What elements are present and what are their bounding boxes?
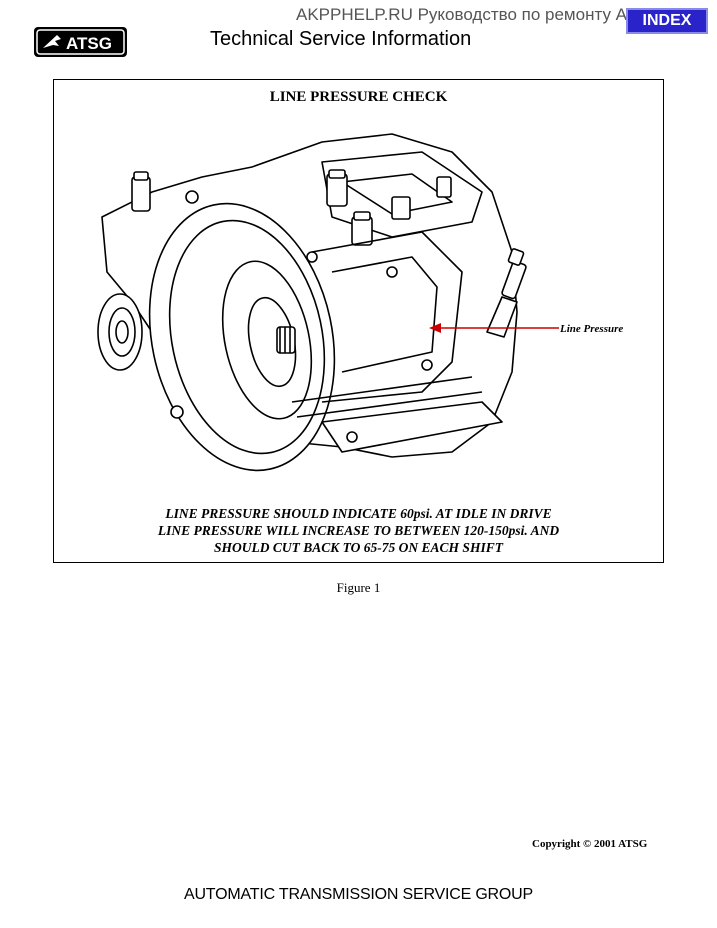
footer-text: AUTOMATIC TRANSMISSION SERVICE GROUP: [183, 886, 533, 903]
transmission-illustration: [97, 133, 527, 472]
watermark-text: AKPPHELP.RU Руководство по ремонту АКПП: [296, 5, 626, 24]
note-line: LINE PRESSURE WILL INCREASE TO BETWEEN 1…: [157, 523, 560, 538]
line-pressure-label: Line Pressure: [560, 323, 624, 335]
note-line: SHOULD CUT BACK TO 65-75 ON EACH SHIFT: [214, 540, 503, 555]
note-line: LINE PRESSURE SHOULD INDICATE 60psi. AT …: [165, 506, 552, 521]
figure-heading: LINE PRESSURE CHECK: [269, 89, 448, 105]
page-title: Technical Service Information: [210, 28, 472, 50]
copyright-text: Copyright © 2001 ATSG: [532, 838, 648, 850]
figure-notes: LINE PRESSURE SHOULD INDICATE 60psi. AT …: [54, 505, 663, 556]
figure-caption: Figure 1: [336, 580, 381, 595]
index-button[interactable]: INDEX: [626, 8, 708, 34]
logo-text: ATSG: [66, 34, 112, 53]
figure-frame: LINE PRESSURE CHECK: [53, 79, 664, 563]
line-pressure-arrow: [429, 323, 559, 333]
atsg-logo: ATSG: [34, 27, 127, 57]
